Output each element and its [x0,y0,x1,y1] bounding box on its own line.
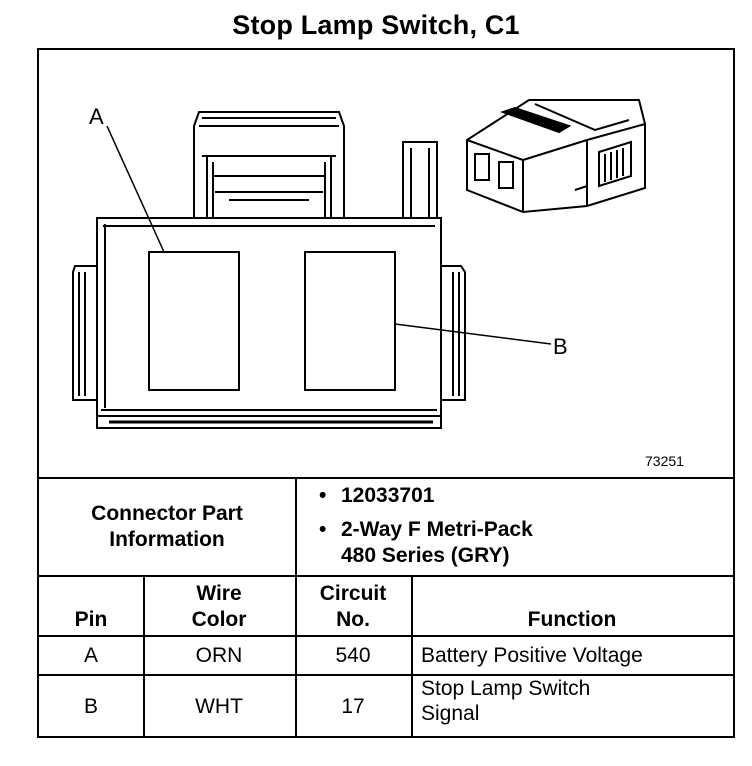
cavity-a [148,251,240,391]
page-title: Stop Lamp Switch, C1 [232,10,520,40]
divider-info [39,575,733,577]
leader-line-b [394,323,552,345]
figure-number: 73251 [645,453,684,469]
connector-info-item: • 12033701 [319,483,719,509]
divider-diagram [39,477,733,479]
table-row-b-function-line1: Stop Lamp Switch [421,677,591,700]
bullet: • [319,518,327,541]
table-row-a-circuit: 540 [335,643,371,667]
divider-header [39,635,733,637]
connector-latch [193,111,345,218]
connector-diagram: A B [72,99,646,429]
col-line-2 [295,575,297,736]
info-divider [295,479,297,575]
table-row-b-function-line2: Signal [421,702,480,725]
connector-info-label: Connector Part Information [39,479,295,575]
table-row-b-wire-color: WHT [195,694,243,718]
table-row-b-function: Stop Lamp Switch Signal [411,676,733,736]
header-circuit: Circuit No. [295,577,411,635]
connector-side-ears [72,265,466,401]
table-row-a-pin: A [83,643,98,667]
header-function-label: Function [527,608,617,631]
callout-b-label: B [553,334,568,359]
table-row-a-function: Battery Positive Voltage [421,643,643,667]
connector-isometric-view [466,99,646,214]
connector-frame: A B 73251 Connector Part Information • 1… [37,48,735,738]
connector-info-list: • 12033701 • 2-Way F Metri-Pack 480 Seri… [319,483,719,577]
connector-body [96,217,442,429]
header-circuit-line1: Circuit [319,582,387,605]
connector-lock-post [402,141,438,218]
divider-row-a [39,674,733,676]
cavity-b [304,251,396,391]
header-circuit-line2: No. [336,608,370,631]
header-wire-color-line1: Wire [196,582,242,605]
callout-a-label: A [89,104,104,129]
connector-type-line1: 2-Way F Metri-Pack [341,518,533,541]
table-row-b-pin: B [83,694,98,718]
connector-info-label-line2: Information [109,528,225,551]
header-pin-label: Pin [74,608,108,631]
header-function: Function [411,577,733,635]
connector-info-item: • 2-Way F Metri-Pack 480 Series (GRY) [319,517,719,569]
table-row-b-circuit: 17 [341,694,365,718]
bullet: • [319,484,327,507]
connector-info-label-line1: Connector Part [91,502,243,525]
col-line-1 [143,575,145,736]
connector-info-row: Connector Part Information • 12033701 • … [39,479,733,575]
table-row-a-wire-color: ORN [195,643,243,667]
header-pin: Pin [39,577,143,635]
col-line-3 [411,575,413,736]
header-wire-color: Wire Color [143,577,295,635]
leader-line-a [106,125,165,253]
connector-part-number: 12033701 [341,484,435,507]
connector-type-line2: 480 Series (GRY) [341,544,510,567]
header-wire-color-line2: Color [191,608,247,631]
